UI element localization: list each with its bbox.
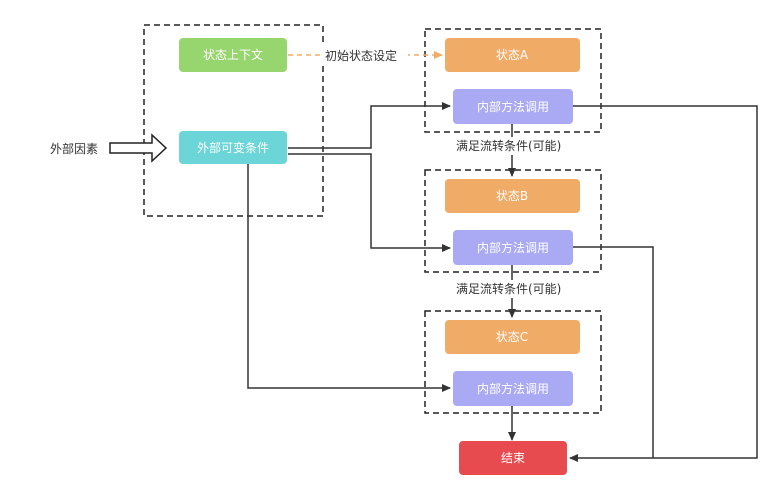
node-state-context[interactable]: 状态上下文 xyxy=(179,38,287,72)
initial-state-label: 初始状态设定 xyxy=(325,48,397,63)
initial-state-label-bg xyxy=(322,46,408,64)
node-state-b[interactable]: 状态B xyxy=(445,179,580,213)
svg-text:结束: 结束 xyxy=(501,451,525,465)
svg-text:内部方法调用: 内部方法调用 xyxy=(477,381,549,396)
state-c-group-frame xyxy=(424,310,602,414)
node-external-condition[interactable]: 外部可变条件 xyxy=(179,131,287,164)
state-b-group-frame xyxy=(424,169,602,273)
transition-2-label: 满足流转条件(可能) xyxy=(456,281,561,296)
node-internal-call-2[interactable]: 内部方法调用 xyxy=(453,230,573,265)
external-factor-label: 外部因素 xyxy=(50,141,98,156)
svg-text:状态A: 状态A xyxy=(496,48,529,62)
svg-text:内部方法调用: 内部方法调用 xyxy=(477,99,549,114)
svg-text:状态上下文: 状态上下文 xyxy=(203,47,263,62)
svg-text:状态C: 状态C xyxy=(496,330,528,344)
node-state-c[interactable]: 状态C xyxy=(445,320,580,354)
connector-call1-to-end xyxy=(569,105,758,462)
transition-1-label-bg xyxy=(453,137,571,155)
connector-cond-to-call2 xyxy=(288,153,451,252)
svg-text:内部方法调用: 内部方法调用 xyxy=(477,240,549,255)
node-state-a[interactable]: 状态A xyxy=(445,38,580,72)
node-internal-call-1[interactable]: 内部方法调用 xyxy=(453,89,573,124)
transition-2-label-bg xyxy=(453,280,571,298)
svg-text:外部可变条件: 外部可变条件 xyxy=(197,140,269,155)
node-end[interactable]: 结束 xyxy=(459,441,567,475)
connector-cond-to-call3 xyxy=(247,164,451,392)
svg-text:状态B: 状态B xyxy=(496,189,528,203)
transition-1-label: 满足流转条件(可能) xyxy=(456,138,561,153)
connector-cond-to-call1 xyxy=(288,102,451,149)
context-group-frame xyxy=(143,24,324,217)
connector-call2-to-end xyxy=(573,246,654,458)
node-internal-call-3[interactable]: 内部方法调用 xyxy=(453,371,573,406)
external-factor-arrow xyxy=(109,133,168,163)
